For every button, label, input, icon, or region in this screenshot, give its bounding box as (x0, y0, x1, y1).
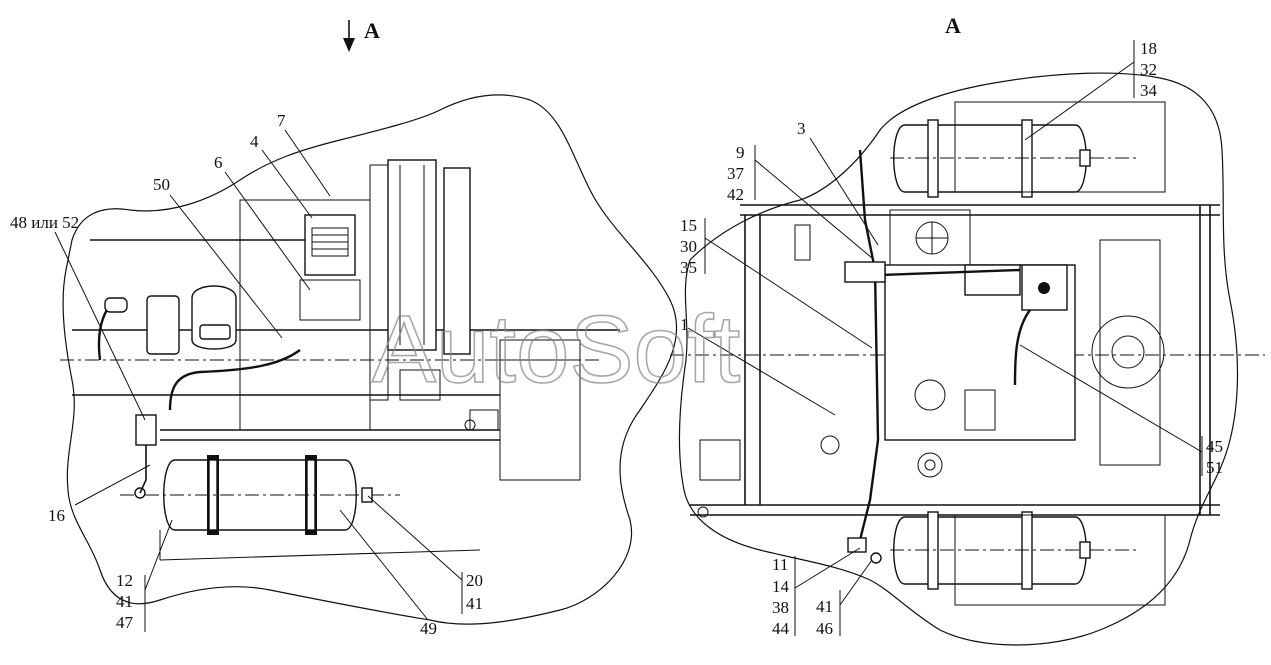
leader-7 (284, 129, 331, 197)
label-r45: 45 (1206, 437, 1223, 456)
label-49: 49 (420, 619, 437, 638)
filter-cylinder (146, 295, 180, 355)
label-4: 4 (250, 132, 259, 151)
right-leaders (687, 40, 1203, 636)
top-tank-valve (1079, 149, 1091, 167)
lower-left-bracket (699, 439, 741, 481)
label-12: 12 (116, 571, 133, 590)
label-r44: 44 (772, 619, 790, 638)
leader-9 (754, 159, 873, 259)
valve-11 (847, 537, 867, 553)
leader-11 (794, 547, 861, 589)
air-cleaner-2 (443, 167, 471, 355)
leader-1 (687, 327, 836, 416)
side-housing (499, 339, 581, 481)
leader-15 (704, 237, 873, 349)
label-r38: 38 (772, 598, 789, 617)
leader-18 (1024, 61, 1135, 141)
side-drum (1091, 315, 1165, 389)
leader-3 (809, 137, 879, 246)
leader-48 (54, 231, 146, 421)
left-leaders (54, 129, 463, 632)
bracket (369, 164, 389, 401)
label-r1: 1 (680, 315, 689, 334)
bottom-tank-bracket (954, 514, 1166, 606)
upper-left-plate (794, 224, 811, 261)
view-arrow-head (343, 38, 355, 52)
label-r15: 15 (680, 216, 697, 235)
bolt (464, 419, 476, 431)
air-line-right (1013, 309, 1031, 386)
label-r51: 51 (1206, 458, 1223, 477)
label-r11: 11 (772, 555, 788, 574)
air-line-top (879, 268, 1021, 277)
label-41b: 41 (466, 594, 483, 613)
label-48-52: 48 или 52 (10, 213, 79, 232)
label-6: 6 (214, 153, 223, 172)
left-breakout-outline (62, 94, 678, 625)
right-view: A (670, 13, 1265, 646)
label-r46: 46 (816, 619, 833, 638)
label-r41: 41 (816, 597, 833, 616)
leader-12 (144, 519, 173, 591)
label-r3: 3 (797, 119, 806, 138)
label-r34: 34 (1140, 81, 1158, 100)
label-r37: 37 (727, 164, 745, 183)
right-view-title: A (945, 13, 961, 38)
leader-16 (74, 464, 151, 506)
label-r14: 14 (772, 577, 790, 596)
air-hose (168, 349, 301, 411)
drain-41 (870, 552, 882, 564)
label-47: 47 (116, 613, 134, 632)
watermark: AutoSoft (372, 296, 740, 403)
top-tank-bracket (954, 101, 1166, 193)
leader-6 (224, 171, 311, 291)
platform-box (964, 389, 996, 431)
label-7: 7 (277, 111, 286, 130)
leader-50 (169, 194, 283, 339)
right-breakout-outline (678, 72, 1239, 646)
label-50: 50 (153, 175, 170, 194)
leader-41 (839, 559, 873, 606)
platform-circle (914, 379, 946, 411)
lower-circle-inner (924, 459, 936, 471)
vertical-air-pipe (858, 149, 880, 541)
lower-left-bolt (697, 506, 709, 518)
valve-16 (135, 414, 157, 446)
intake-cap (104, 297, 128, 313)
leader-20 (367, 495, 463, 581)
left-view: A (10, 18, 678, 638)
label-r30: 30 (680, 237, 697, 256)
label-41a: 41 (116, 592, 133, 611)
compressor-base (299, 279, 361, 321)
valve-cluster-core (1038, 282, 1050, 294)
leader-49 (339, 509, 429, 621)
upper-box (889, 209, 971, 266)
left-view-title: A (364, 18, 380, 43)
label-20: 20 (466, 571, 483, 590)
label-16: 16 (48, 506, 65, 525)
label-r9: 9 (736, 143, 745, 162)
label-r35: 35 (680, 258, 697, 277)
compressor (304, 214, 356, 276)
label-r18: 18 (1140, 39, 1157, 58)
leader-4 (261, 149, 313, 219)
bracket-foot (399, 369, 441, 401)
round-fitting (820, 435, 840, 455)
lower-circle (917, 452, 943, 478)
side-drum-hub (1111, 335, 1145, 369)
tank-bracket-bottom (159, 549, 481, 561)
air-cleaner (387, 159, 437, 351)
valve-15 (844, 261, 886, 283)
oil-reservoir-band (199, 324, 231, 340)
tank-drain-valve (361, 487, 373, 503)
side-rail-box (1099, 239, 1161, 466)
leader-45 (1019, 344, 1203, 453)
label-r42: 42 (727, 185, 744, 204)
valve-line (139, 445, 147, 494)
label-r32: 32 (1140, 60, 1157, 79)
bottom-tank-valve (1079, 541, 1091, 559)
